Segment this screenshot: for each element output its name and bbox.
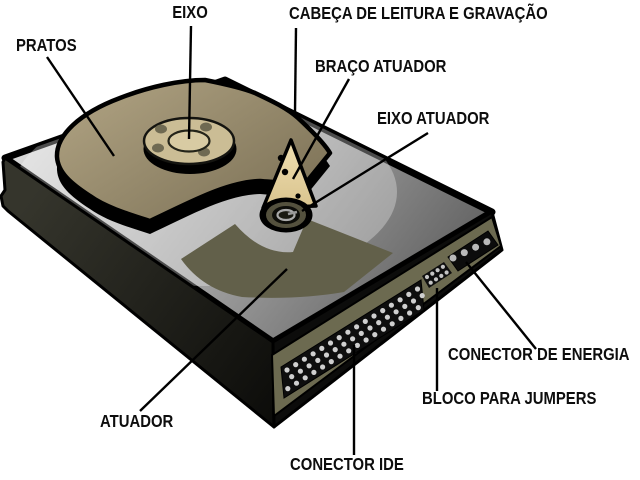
bearing-key xyxy=(287,210,298,216)
pin xyxy=(419,293,425,299)
label-eixo-atuador: EIXO ATUADOR xyxy=(377,108,490,128)
pin xyxy=(297,368,303,374)
pin xyxy=(435,268,440,273)
label-pratos: PRATOS xyxy=(16,35,77,55)
pin xyxy=(371,313,377,319)
pin xyxy=(433,277,439,282)
pin xyxy=(306,363,312,369)
pin xyxy=(410,298,417,304)
leader-lines xyxy=(46,25,537,455)
pin xyxy=(327,340,334,346)
pin xyxy=(389,321,395,327)
hub-screw xyxy=(155,124,167,134)
pin xyxy=(332,347,338,353)
pin xyxy=(345,329,351,335)
pin xyxy=(440,264,445,269)
jumper-block-pins xyxy=(424,264,449,285)
pin xyxy=(285,386,291,392)
leader-atuador xyxy=(139,268,288,412)
pin xyxy=(414,286,421,292)
spindle-hub xyxy=(142,116,237,174)
power-connector-pins xyxy=(449,238,491,262)
pin xyxy=(336,335,342,341)
pin xyxy=(393,309,399,315)
pin xyxy=(337,353,343,359)
pin xyxy=(406,291,412,297)
pin xyxy=(430,271,435,276)
label-cabeca-leitura-gravacao: CABEÇA DE LEITURA E GRAVAÇÃO xyxy=(289,3,548,23)
pin xyxy=(315,357,321,363)
pin xyxy=(472,243,480,251)
pin xyxy=(320,364,326,370)
pin xyxy=(460,249,468,257)
label-bloco-jumpers: BLOCO PARA JUMPERS xyxy=(422,388,597,408)
pin xyxy=(354,342,360,348)
pin xyxy=(439,273,444,278)
actuator-zone xyxy=(181,219,393,298)
label-braco-atuador: BRAÇO ATUADOR xyxy=(315,56,447,76)
pin xyxy=(398,315,404,321)
pin xyxy=(380,326,387,332)
arm-screw xyxy=(281,168,289,176)
pin xyxy=(372,332,378,338)
pin xyxy=(483,238,491,246)
pin xyxy=(367,325,373,331)
label-atuador: ATUADOR xyxy=(100,411,174,431)
actuator-axis-bearing xyxy=(259,197,313,233)
arm-screw xyxy=(295,193,301,199)
arm-screw xyxy=(277,154,285,162)
pin xyxy=(449,254,457,262)
pin xyxy=(319,345,325,351)
pin xyxy=(302,375,308,381)
pin xyxy=(289,374,295,380)
pin xyxy=(358,330,364,336)
hub-screw xyxy=(200,122,212,132)
ide-connector-pins xyxy=(284,286,425,392)
pin xyxy=(341,341,347,347)
pin xyxy=(384,314,390,320)
pin xyxy=(284,367,290,373)
pin xyxy=(397,297,403,303)
pin xyxy=(444,270,449,275)
hub-screw xyxy=(152,143,164,153)
pin xyxy=(323,352,330,358)
pin xyxy=(354,324,360,330)
pin xyxy=(363,337,369,343)
pin xyxy=(402,303,408,309)
label-conector-energia: CONECTOR DE ENERGIA xyxy=(448,344,630,364)
pin xyxy=(310,351,316,357)
pin xyxy=(328,359,334,365)
leader-cabeca xyxy=(293,27,298,113)
leader-eixo xyxy=(187,25,193,140)
pin xyxy=(346,348,352,354)
leader-pratos xyxy=(46,56,115,157)
pin xyxy=(293,362,299,368)
pin xyxy=(301,356,307,362)
leader-eixo-atuador xyxy=(301,131,429,213)
pin xyxy=(380,308,386,314)
pin xyxy=(311,369,317,375)
pin xyxy=(362,318,368,324)
pin xyxy=(415,305,421,311)
pin xyxy=(293,380,300,386)
leader-conector-energia xyxy=(465,261,537,350)
label-conector-ide: CONECTOR IDE xyxy=(290,454,404,474)
pin xyxy=(376,320,382,326)
bearing-hub xyxy=(276,208,296,222)
pin xyxy=(407,310,413,316)
pin xyxy=(350,336,356,342)
pin xyxy=(388,302,394,308)
pin xyxy=(424,274,430,280)
leader-braco-atuador xyxy=(291,78,351,180)
pin xyxy=(428,280,433,285)
label-eixo: EIXO xyxy=(172,2,208,22)
